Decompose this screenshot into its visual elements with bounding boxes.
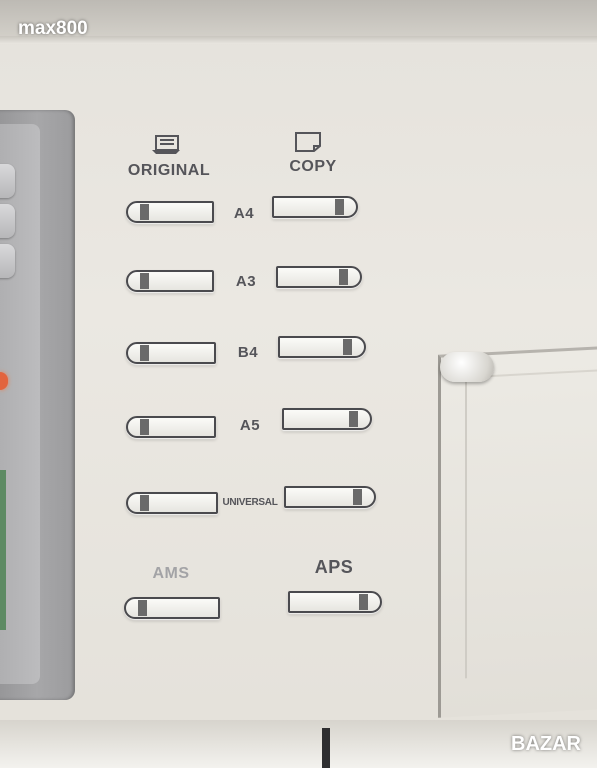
led-mark (343, 339, 352, 355)
led-mark (140, 495, 149, 511)
original-b4-button[interactable] (126, 342, 216, 364)
original-a3-button[interactable] (126, 270, 214, 292)
led-mark (349, 411, 358, 427)
ams-button[interactable] (124, 597, 220, 619)
copy-header: COPY (289, 158, 337, 175)
led-mark (140, 345, 149, 361)
size-label-universal: UNIVERSAL (222, 497, 278, 508)
door-latch-knob[interactable] (440, 352, 494, 382)
original-a4-button[interactable] (126, 201, 214, 223)
led-mark (359, 594, 368, 610)
copy-a4-button[interactable] (272, 196, 358, 218)
side-door-panel (438, 345, 597, 718)
led-mark (140, 419, 149, 435)
led-mark (140, 204, 149, 220)
led-mark (140, 273, 149, 289)
door-inner-recess (465, 368, 597, 679)
copy-universal-button[interactable] (284, 486, 376, 508)
top-edge (0, 36, 597, 44)
copy-a3-button[interactable] (276, 266, 362, 288)
size-label-a4: A4 (233, 205, 255, 222)
led-mark (138, 600, 147, 616)
led-mark (353, 489, 362, 505)
green-strip (0, 470, 6, 630)
copy-b4-button[interactable] (278, 336, 366, 358)
size-label-a5: A5 (239, 417, 261, 434)
cable (322, 728, 330, 768)
left-panel-inner (0, 124, 40, 684)
left-control-panel (0, 110, 75, 700)
size-label-a3: A3 (235, 273, 257, 290)
led-mark (335, 199, 344, 215)
original-universal-button[interactable] (126, 492, 218, 514)
aps-label: APS (314, 557, 354, 577)
original-document-icon (152, 135, 180, 154)
ams-label: AMS (152, 565, 190, 582)
aps-button[interactable] (288, 591, 382, 613)
copy-a5-button[interactable] (282, 408, 372, 430)
size-label-b4: B4 (237, 344, 259, 361)
top-strip (0, 0, 597, 40)
bottom-edge (0, 720, 597, 768)
left-key-2[interactable] (0, 204, 15, 238)
original-header: ORIGINAL (127, 162, 211, 179)
orange-led (0, 372, 8, 390)
original-a5-button[interactable] (126, 416, 216, 438)
left-key-3[interactable] (0, 244, 15, 278)
copy-page-icon (295, 132, 321, 152)
site-logo: BAZAR (511, 733, 581, 755)
led-mark (339, 269, 348, 285)
left-key-1[interactable] (0, 164, 15, 198)
watermark: max800 (18, 18, 88, 39)
